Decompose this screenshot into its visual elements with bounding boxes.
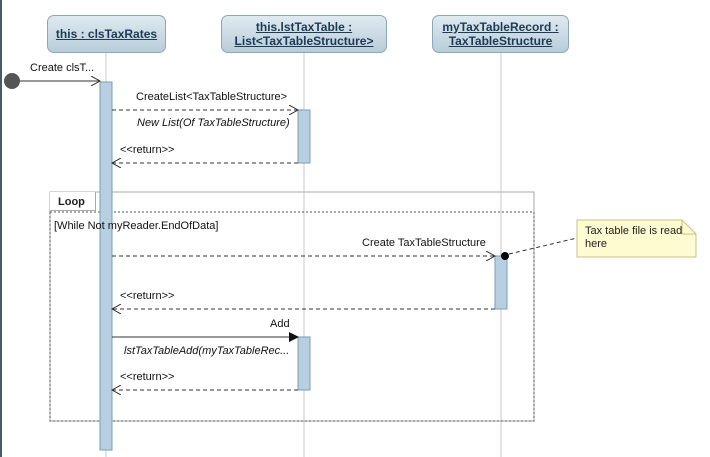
create-struct-label: Create TaxTableStructure: [362, 237, 486, 249]
activation-tax-rates: [99, 81, 113, 451]
new-list-label: New List(Of TaxTableStructure): [137, 117, 290, 129]
lifeline-head-list[interactable]: this.lstTaxTable : List<TaxTableStructur…: [221, 15, 387, 53]
lifeline-head-record[interactable]: myTaxTableRecord : TaxTableStructure: [432, 15, 569, 53]
note-connector: [508, 237, 578, 255]
lifeline-head-tax-rates[interactable]: this : clsTaxRates: [47, 15, 166, 53]
activation-record: [494, 255, 508, 310]
create-message-label: Create clsT...: [30, 62, 95, 74]
lifeline-subtitle: TaxTableStructure: [448, 34, 553, 48]
loop-label: Loop: [50, 192, 96, 211]
lifeline-subtitle: List<TaxTableStructure>: [234, 34, 374, 48]
note-shape: [576, 219, 697, 258]
return-label-2: <<return>>: [120, 290, 175, 302]
return-label-3: <<return>>: [120, 371, 175, 383]
note-text: Tax table file is read here: [585, 225, 683, 250]
create-list-label: CreateList<TaxTableStructure>: [136, 91, 288, 103]
lifeline-title: this.lstTaxTable :: [255, 20, 353, 34]
add-label: Add: [270, 318, 290, 330]
note-fold: [681, 220, 696, 235]
initial-node: [4, 73, 20, 89]
lifeline-title: myTaxTableRecord :: [442, 20, 559, 34]
lifeline-title: this : clsTaxRates: [55, 27, 158, 41]
note-anchor: [501, 252, 509, 260]
loop-frame: [49, 191, 535, 422]
loop-operand: [49, 211, 535, 422]
return-label-1: <<return>>: [120, 144, 175, 156]
loop-guard: [While Not myReader.EndOfData]: [54, 220, 219, 232]
add-call-label: lstTaxTableAdd(myTaxTableRec...: [124, 345, 290, 357]
activation-list-1: [297, 109, 311, 164]
activation-list-2: [297, 336, 311, 391]
